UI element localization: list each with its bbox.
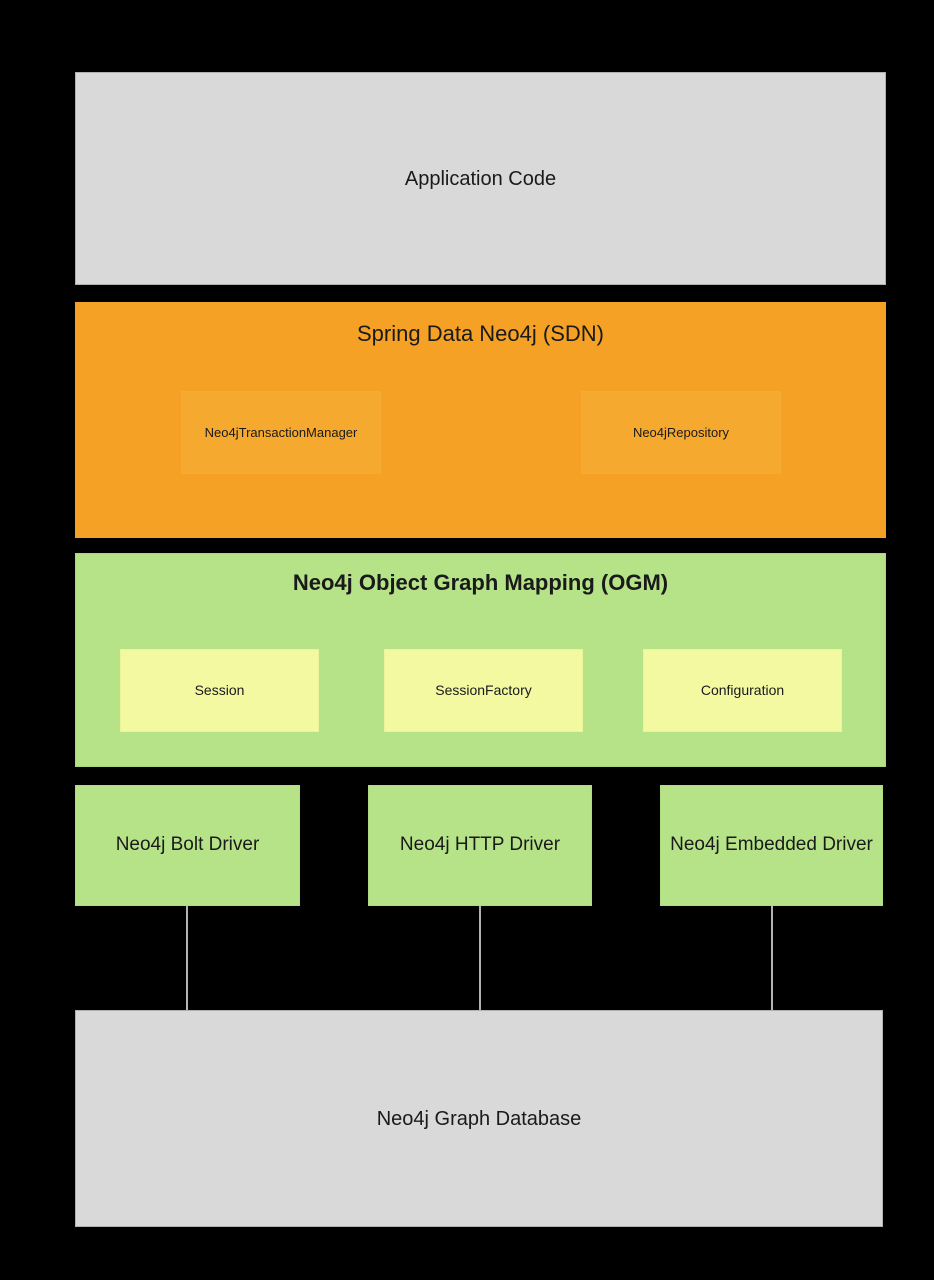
neo4j-transaction-manager-label: Neo4jTransactionManager — [204, 424, 358, 440]
sdn-title: Spring Data Neo4j (SDN) — [357, 321, 604, 346]
neo4j-repository-label: Neo4jRepository — [632, 424, 730, 440]
driver-bolt-label: Neo4j Bolt Driver — [115, 834, 260, 856]
connector-embedded-to-database — [771, 906, 773, 1010]
component-session-factory[interactable]: SessionFactory — [384, 649, 583, 732]
layer-neo4j-ogm[interactable]: Neo4j Object Graph Mapping (OGM) Session… — [75, 553, 886, 767]
ogm-title: Neo4j Object Graph Mapping (OGM) — [292, 570, 669, 595]
component-session[interactable]: Session — [120, 649, 319, 732]
session-label: Session — [194, 682, 245, 699]
component-neo4j-transaction-manager[interactable]: Neo4jTransactionManager — [181, 391, 381, 474]
application-code-label: Application Code — [404, 167, 557, 190]
driver-http[interactable]: Neo4j HTTP Driver — [368, 785, 592, 906]
connector-http-to-database — [479, 906, 481, 1010]
driver-embedded-label: Neo4j Embedded Driver — [670, 834, 873, 856]
component-configuration[interactable]: Configuration — [643, 649, 842, 732]
layer-spring-data-neo4j[interactable]: Spring Data Neo4j (SDN) Neo4jTransaction… — [75, 302, 886, 538]
configuration-label: Configuration — [700, 682, 785, 699]
component-neo4j-repository[interactable]: Neo4jRepository — [581, 391, 781, 474]
driver-bolt[interactable]: Neo4j Bolt Driver — [75, 785, 300, 906]
driver-embedded[interactable]: Neo4j Embedded Driver — [660, 785, 883, 906]
neo4j-graph-database-label: Neo4j Graph Database — [376, 1107, 582, 1130]
layer-application-code[interactable]: Application Code — [75, 72, 886, 285]
layer-neo4j-graph-database[interactable]: Neo4j Graph Database — [75, 1010, 883, 1227]
session-factory-label: SessionFactory — [435, 682, 532, 699]
connector-bolt-to-database — [186, 906, 188, 1010]
driver-http-label: Neo4j HTTP Driver — [399, 834, 561, 856]
